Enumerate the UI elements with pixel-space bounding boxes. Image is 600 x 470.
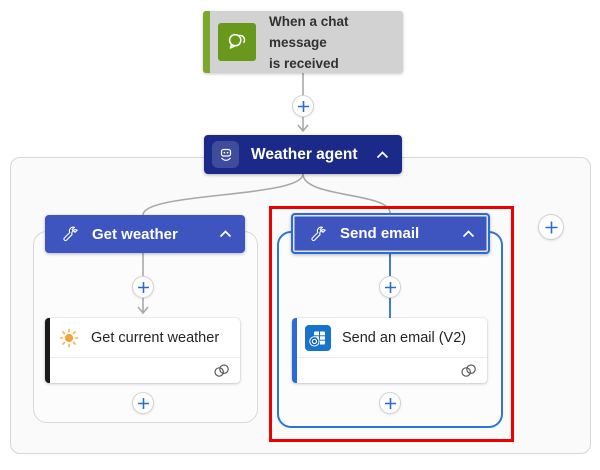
send-email-header-node[interactable]: Send email	[291, 213, 490, 254]
plus-icon	[545, 221, 557, 233]
action-title: Send an email (V2)	[342, 329, 467, 346]
connection-link-icon[interactable]	[213, 363, 230, 378]
teams-chat-icon	[218, 23, 256, 61]
send-an-email-v2-action-card[interactable]: Send an email (V2)	[292, 318, 487, 383]
wrench-icon	[63, 226, 79, 242]
chevron-up-icon[interactable]	[219, 230, 232, 238]
arrowhead-down-icon	[297, 124, 309, 133]
trigger-node-when-chat-message-received[interactable]: When a chat message is received	[203, 11, 403, 73]
plus-icon	[384, 397, 396, 409]
add-step-button[interactable]	[132, 276, 154, 298]
add-step-button[interactable]	[292, 95, 314, 117]
agent-robot-icon	[212, 141, 239, 168]
trigger-accent-bar	[203, 11, 210, 73]
wrench-icon	[311, 226, 327, 242]
add-branch-button[interactable]	[538, 214, 564, 240]
add-step-button[interactable]	[379, 276, 401, 298]
plus-icon	[384, 281, 396, 293]
plus-icon	[137, 397, 149, 409]
branch-header-label: Send email	[340, 225, 420, 242]
outlook-icon	[305, 324, 331, 351]
get-weather-header-node[interactable]: Get weather	[45, 215, 245, 253]
card-accent-bar	[45, 318, 50, 383]
trigger-label: When a chat message is received	[269, 13, 349, 71]
add-step-button[interactable]	[132, 392, 154, 414]
weather-agent-node[interactable]: Weather agent	[204, 135, 402, 174]
agent-label: Weather agent	[251, 145, 358, 163]
action-title: Get current weather	[91, 329, 220, 346]
plus-icon	[137, 281, 149, 293]
branch-header-label: Get weather	[92, 225, 178, 243]
chevron-up-icon[interactable]	[376, 150, 389, 159]
card-accent-bar	[292, 318, 297, 383]
add-step-button[interactable]	[379, 392, 401, 414]
get-current-weather-action-card[interactable]: Get current weather	[45, 318, 240, 383]
sun-icon	[59, 328, 79, 347]
chevron-up-icon[interactable]	[462, 229, 475, 238]
plus-icon	[297, 100, 309, 112]
connection-link-icon[interactable]	[460, 363, 477, 378]
